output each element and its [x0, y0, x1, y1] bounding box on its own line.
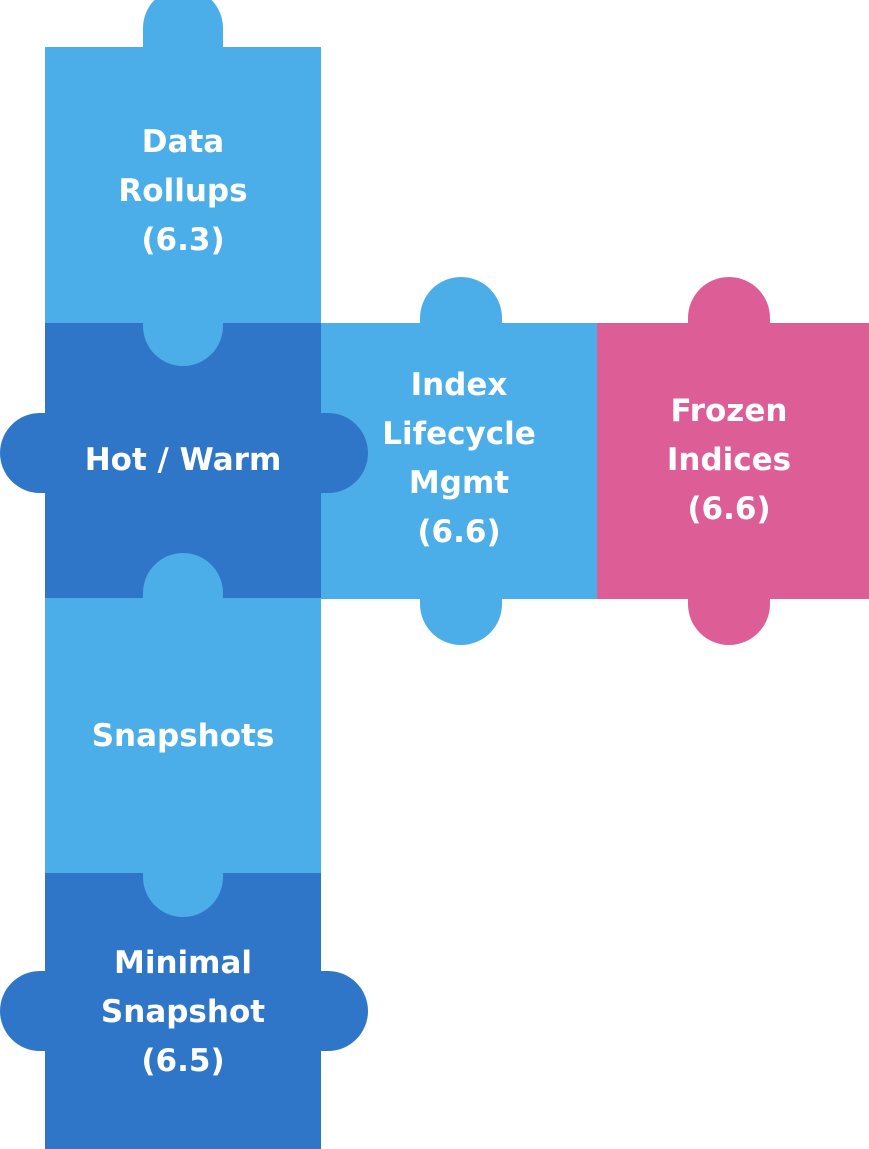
- piece-snapshots: [45, 553, 321, 874]
- piece-data-rollups: [45, 0, 321, 324]
- piece-hot-warm: [0, 323, 368, 599]
- piece-minimal-snapshot: [0, 873, 368, 1149]
- piece-frozen-indices: [597, 277, 869, 645]
